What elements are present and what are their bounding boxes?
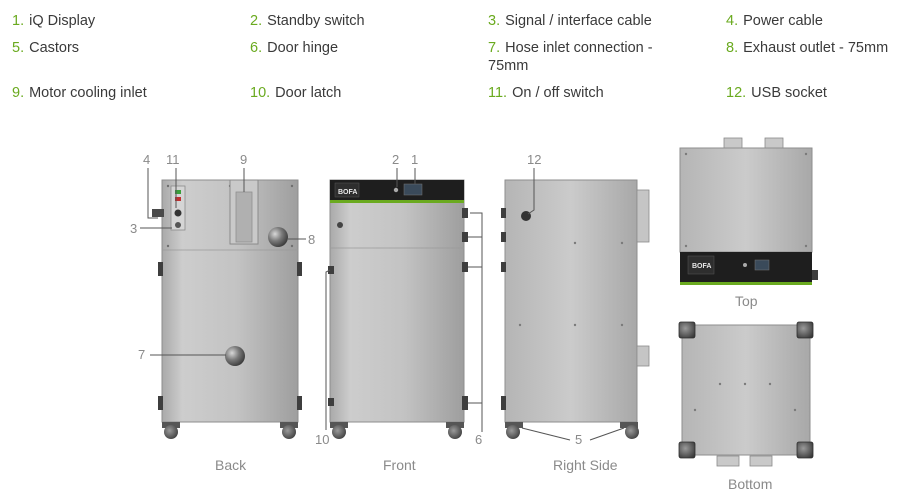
caption-right-side: Right Side	[553, 457, 618, 473]
door-latch	[328, 266, 334, 274]
standby-switch	[393, 187, 399, 193]
back-view: 4 11 9 3 8 7 Back	[130, 152, 315, 473]
caption-front: Front	[383, 457, 416, 473]
door-lock	[337, 222, 343, 228]
connector-panel	[170, 185, 186, 231]
legend-item-5: 5.Castors	[12, 40, 80, 56]
top-panel	[679, 147, 813, 253]
hose-inlet	[225, 346, 245, 366]
callout-3: 3	[130, 221, 137, 236]
front-cabinet	[329, 179, 465, 423]
legend-item-2: 2.Standby switch	[250, 13, 365, 29]
castor	[625, 425, 639, 439]
caption-top: Top	[735, 293, 758, 309]
castor	[164, 425, 178, 439]
callout-6: 6	[475, 432, 482, 447]
legend-item-6: 6.Door hinge	[250, 40, 339, 56]
power-cable	[152, 209, 164, 217]
legend-item-7: 7.Hose inlet connection -	[488, 40, 653, 56]
callout-1: 1	[411, 152, 418, 167]
on-off-switch	[174, 209, 182, 217]
exhaust-outlet	[268, 227, 288, 247]
castor	[448, 425, 462, 439]
right-side-view: 12 5 Right Side	[501, 152, 650, 473]
callout-10: 10	[315, 432, 329, 447]
bottom-panel	[681, 324, 811, 456]
legend-item-4: 4.Power cable	[726, 13, 823, 29]
caption-bottom: Bottom	[728, 476, 772, 492]
legend-item-12: 12.USB socket	[726, 85, 827, 101]
callout-8: 8	[308, 232, 315, 247]
legend-item-11: 11.On / off switch	[488, 85, 604, 101]
door-hinge	[462, 208, 468, 218]
brand-logo: BOFA	[338, 189, 357, 196]
castor	[332, 425, 346, 439]
legend: 1.iQ Display 2.Standby switch 3.Signal /…	[0, 0, 900, 110]
door-latch	[328, 398, 334, 406]
top-view: BOFA Top	[679, 137, 818, 309]
signal-socket	[175, 222, 181, 228]
callout-9: 9	[240, 152, 247, 167]
legend-item-8: 8.Exhaust outlet - 75mm	[726, 40, 889, 56]
door-hinge	[462, 396, 468, 410]
brand-logo-top: BOFA	[692, 263, 711, 270]
iq-display	[403, 183, 423, 196]
castor	[506, 425, 520, 439]
callout-12: 12	[527, 152, 541, 167]
legend-item-10: 10.Door latch	[250, 85, 342, 101]
legend-item-3: 3.Signal / interface cable	[488, 13, 652, 29]
callout-7: 7	[138, 347, 145, 362]
callout-11: 11	[166, 152, 180, 167]
door-hinge	[462, 232, 468, 242]
callout-5: 5	[575, 432, 582, 447]
callout-2: 2	[392, 152, 399, 167]
door-hinge	[462, 262, 468, 272]
front-view: BOFA 2 1 10 6 Front	[315, 152, 483, 473]
legend-item-7-cont: 75mm	[488, 58, 529, 74]
castor	[282, 425, 296, 439]
legend-item-9: 9.Motor cooling inlet	[12, 85, 147, 101]
caption-back: Back	[215, 457, 247, 473]
callout-4: 4	[143, 152, 150, 167]
bottom-view: Bottom	[678, 321, 814, 492]
legend-item-1: 1.iQ Display	[12, 13, 96, 29]
